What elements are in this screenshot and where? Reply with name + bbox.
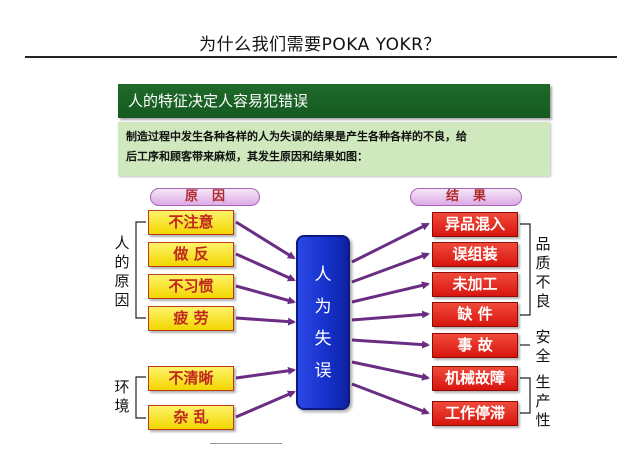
bottom-divider	[210, 443, 282, 444]
section-banner: 人的特征决定人容易犯错误	[118, 84, 550, 118]
label-char: 产	[535, 392, 551, 410]
label-char: 安	[535, 328, 551, 346]
center-char: 失	[314, 329, 332, 349]
center-char: 为	[314, 297, 332, 317]
cause-box: 不清晰	[148, 366, 234, 391]
result-box: 误组装	[432, 242, 518, 267]
cause-box: 杂 乱	[148, 405, 234, 430]
label-char: 境	[114, 397, 130, 415]
cause-box: 不注意	[148, 210, 234, 235]
environment-group-bracket	[135, 376, 146, 419]
label-char: 品	[535, 235, 551, 253]
quality-group-bracket	[520, 223, 531, 316]
people-group-bracket	[135, 221, 146, 319]
result-box: 工作停滞	[432, 401, 518, 426]
productivity-label: 生 产 性	[533, 373, 553, 430]
cause-arrow	[235, 284, 296, 305]
cause-box: 疲 劳	[148, 306, 234, 331]
result-arrow	[351, 310, 430, 322]
description-box: 制造过程中发生各种各样的人为失误的结果是产生各种各样的不良，给 后工序和顾客带来…	[118, 122, 550, 176]
result-arrow	[351, 252, 430, 284]
production-group-bracket	[520, 377, 531, 414]
description-line-2: 后工序和顾客带来麻烦，其发生原因和结果如图：	[126, 150, 368, 163]
center-char: 误	[314, 361, 332, 381]
description-line-1: 制造过程中发生各种各样的人为失误的结果是产生各种各样的不良，给	[126, 130, 467, 143]
environment-label: 环 境	[112, 378, 132, 416]
center-char: 人	[314, 265, 332, 285]
label-char: 不	[535, 273, 551, 291]
people-cause-label: 人 的 原 因	[112, 234, 132, 310]
cause-header: 原因	[150, 188, 260, 206]
result-arrow	[351, 338, 430, 349]
safety-label: 安 全	[533, 328, 553, 366]
result-box: 异品混入	[432, 212, 518, 237]
label-char: 全	[535, 347, 551, 365]
cause-arrow	[235, 252, 296, 282]
label-char: 原	[114, 272, 130, 290]
label-char: 人	[114, 234, 130, 252]
result-arrow	[351, 360, 430, 381]
result-arrow	[351, 222, 430, 264]
result-box: 未加工	[432, 272, 518, 297]
label-char: 生	[535, 373, 551, 391]
cause-box: 做 反	[148, 242, 234, 267]
result-box: 事 故	[432, 333, 518, 358]
cause-arrow	[235, 316, 296, 326]
cause-arrow	[235, 220, 296, 260]
result-arrow	[351, 281, 430, 304]
center-human-error-box: 人 为 失 误	[296, 235, 350, 410]
label-char: 性	[535, 411, 551, 429]
cause-arrow	[235, 390, 296, 419]
result-box: 机械故障	[432, 366, 518, 391]
cause-arrow	[235, 366, 296, 380]
title-divider	[25, 56, 617, 58]
cause-box: 不习惯	[148, 274, 234, 299]
label-char: 因	[114, 291, 130, 309]
page-title: 为什么我们需要POKA YOKR？	[199, 35, 441, 55]
label-char: 质	[535, 254, 551, 272]
label-char: 环	[114, 378, 130, 396]
result-box: 缺 件	[432, 302, 518, 327]
result-header: 结果	[410, 188, 522, 206]
label-char: 良	[535, 292, 551, 310]
result-arrow	[351, 382, 430, 415]
quality-defect-label: 品 质 不 良	[533, 235, 553, 311]
label-char: 的	[114, 253, 130, 271]
